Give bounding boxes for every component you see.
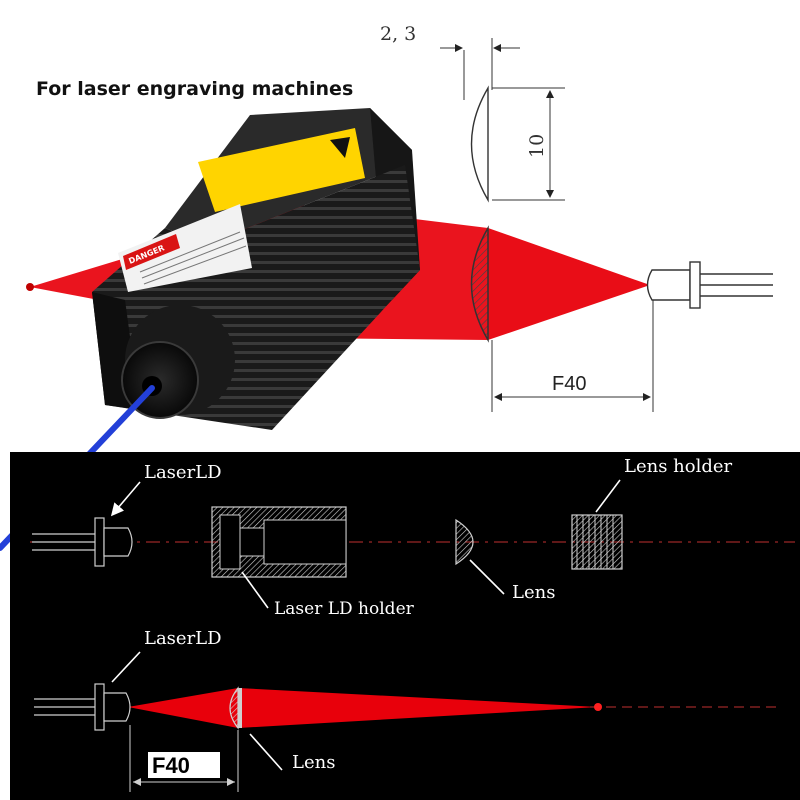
focus-dot — [26, 283, 34, 291]
exploded-lens — [455, 518, 474, 566]
label-lens-1: Lens — [512, 582, 555, 603]
laser-module: DANGER — [92, 108, 420, 430]
assembled-focus-dot — [594, 703, 602, 711]
exploded-laser-ld — [32, 517, 133, 567]
assembled-view — [34, 651, 780, 792]
dimension-lens — [470, 85, 489, 203]
label-lens-2: Lens — [292, 752, 335, 773]
focal-length-label-top: F40 — [552, 373, 586, 395]
label-lens-holder: Lens holder — [624, 456, 733, 477]
warning-label — [198, 128, 365, 212]
label-laser-ld-1: LaserLD — [144, 462, 222, 483]
label-laser-ld-2: LaserLD — [144, 628, 222, 649]
assembled-beam-right — [238, 688, 598, 728]
beam-cone-right — [488, 228, 650, 340]
focal-length-label-bottom: F40 — [152, 753, 190, 778]
assembled-beam-left — [128, 688, 238, 728]
assembled-laser-ld — [34, 683, 131, 731]
assembled-lens — [229, 686, 239, 730]
lens-thickness-label: 2, 3 — [380, 23, 416, 45]
lens-height-label: 10 — [526, 134, 548, 158]
caption: For laser engraving machines — [36, 78, 354, 100]
label-ld-holder: Laser LD holder — [274, 599, 415, 619]
exploded-view — [30, 479, 795, 609]
top-lens — [470, 225, 489, 343]
lens-dimension-drawing — [440, 38, 654, 412]
top-laser-diode — [646, 261, 773, 309]
exploded-ld-holder — [211, 506, 347, 578]
danger-label — [118, 204, 252, 292]
exploded-lens-holder — [571, 514, 623, 570]
schematic-panel — [10, 452, 800, 800]
